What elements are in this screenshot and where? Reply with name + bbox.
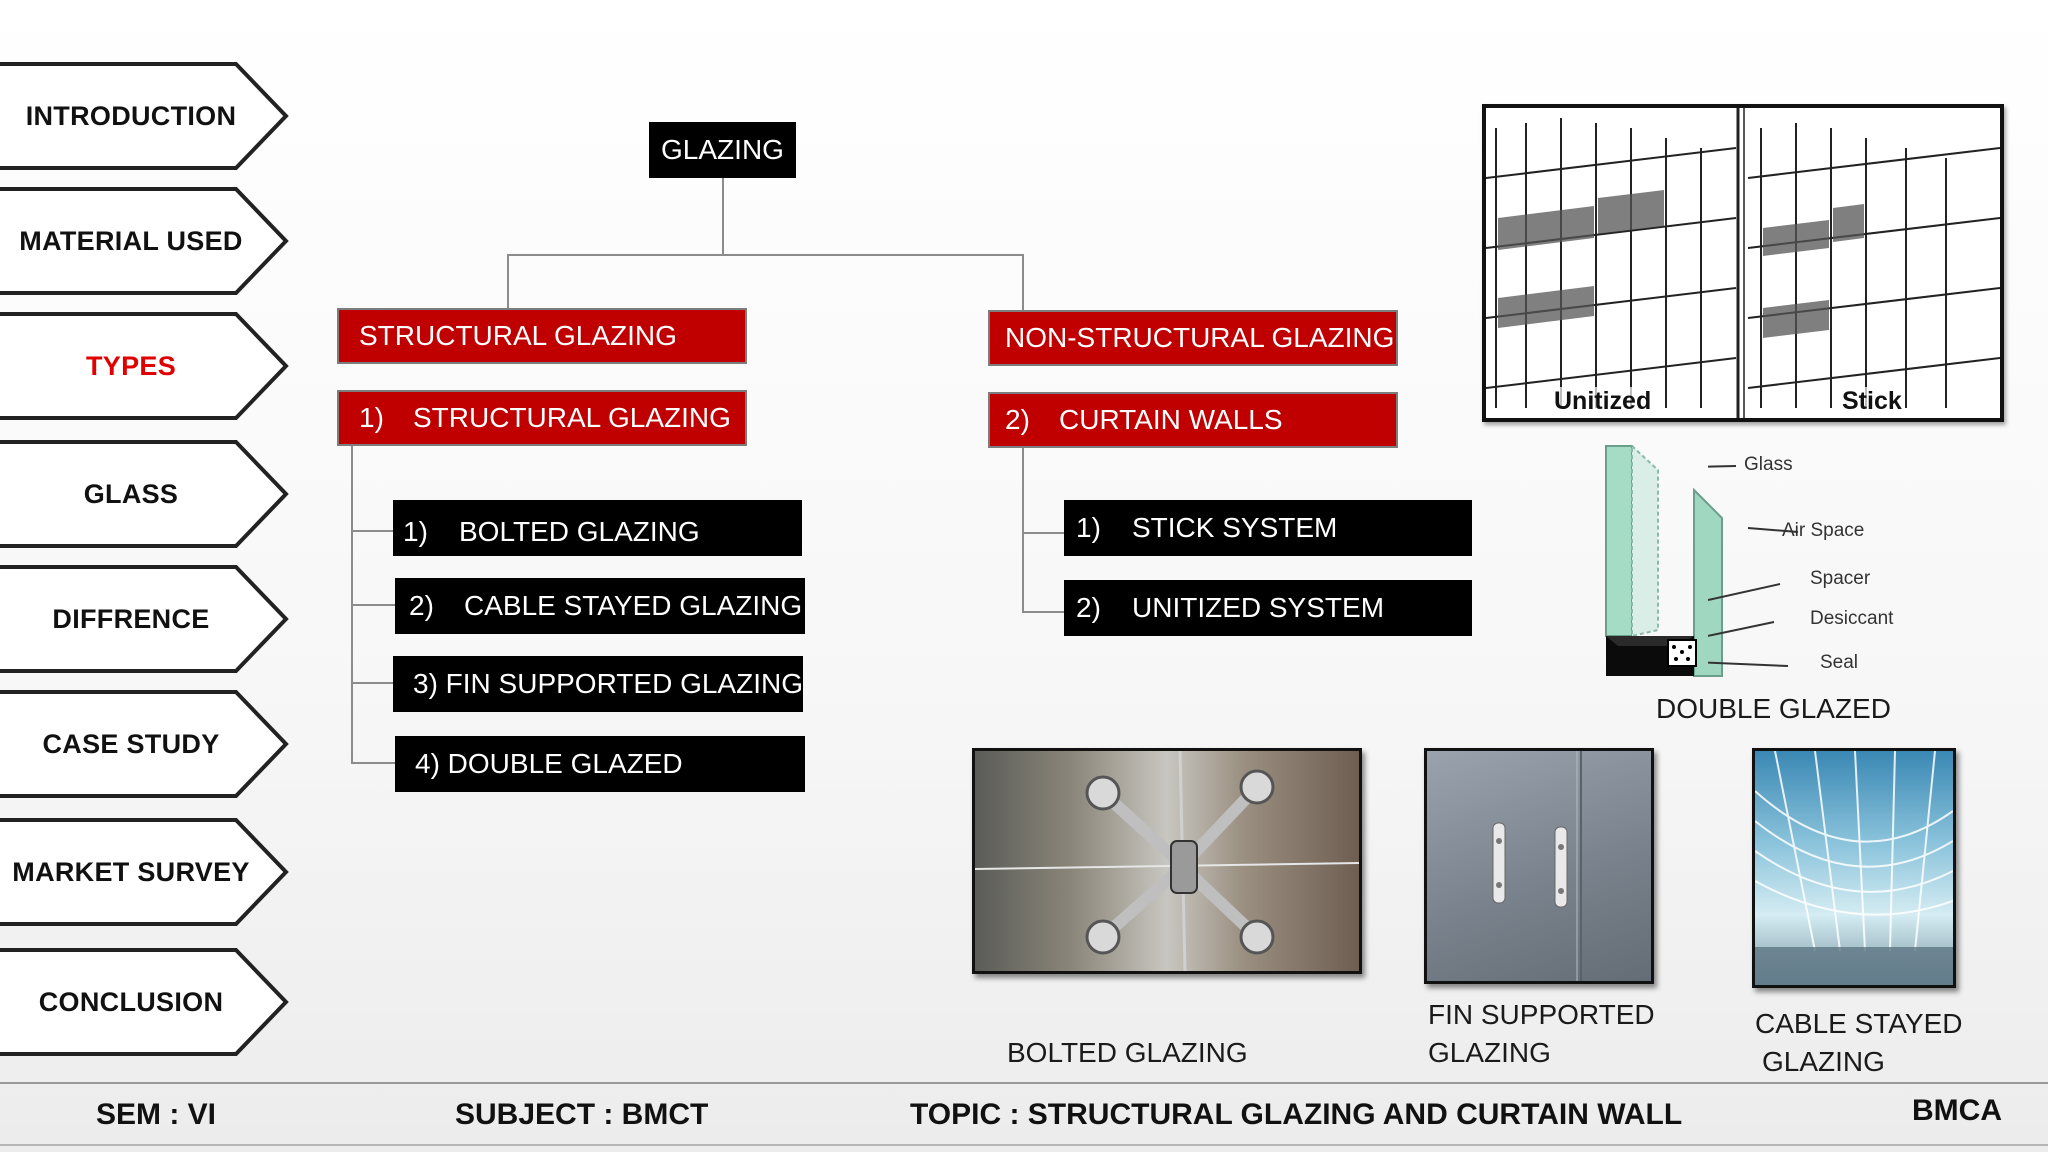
- node-label: UNITIZED SYSTEM: [1132, 592, 1385, 623]
- nav-item-glass[interactable]: GLASS: [0, 440, 290, 548]
- nav-item-material-used[interactable]: MATERIAL USED: [0, 187, 290, 295]
- nav-item-label: CONCLUSION: [38, 986, 224, 1017]
- fin-illustration: [1492, 751, 1582, 981]
- organization-label: BMCA: [1912, 1094, 2002, 1127]
- roof-grid-illustration: [1755, 751, 1953, 985]
- nav-item-case-study[interactable]: CASE STUDY: [0, 690, 290, 798]
- connector-line: [1022, 448, 1024, 612]
- node-number: 2): [1076, 592, 1101, 623]
- connector-line: [1022, 254, 1024, 310]
- connector-line: [351, 682, 393, 684]
- node-number: 1): [403, 516, 428, 547]
- arrow-tab-shape: [0, 948, 289, 1056]
- nav-item-label: CASE STUDY: [42, 728, 220, 759]
- spider-fitting-illustration: [975, 751, 1359, 971]
- nav-item-conclusion[interactable]: CONCLUSION: [0, 948, 290, 1056]
- footer-bar: SEM : VI SUBJECT : BMCT TOPIC : STRUCTUR…: [0, 1082, 2048, 1146]
- nav-item-label: GLASS: [83, 478, 179, 509]
- nav-item-types[interactable]: TYPES: [0, 312, 290, 420]
- glass-label: Glass: [1744, 454, 1793, 475]
- stick-label: Stick: [1842, 387, 1902, 416]
- air-space-label: Air Space: [1782, 520, 1865, 541]
- connector-line: [1022, 611, 1064, 613]
- nav-item-label: INTRODUCTION: [25, 100, 237, 131]
- nav-item-market-survey[interactable]: MARKET SURVEY: [0, 818, 290, 926]
- node-number: 1): [1076, 512, 1101, 543]
- connector-line: [507, 254, 1024, 256]
- fin-supported-caption-line2: GLAZING: [1428, 1037, 1551, 1068]
- node-label: BOLTED GLAZING: [459, 516, 700, 547]
- node-number: 2): [409, 590, 434, 621]
- nav-item-label: MARKET SURVEY: [12, 856, 250, 887]
- bolted-glazing-caption: BOLTED GLAZING: [1007, 1037, 1248, 1068]
- cable-stayed-caption-line2: GLAZING: [1762, 1046, 1885, 1077]
- subject-label: SUBJECT : BMCT: [455, 1098, 709, 1131]
- seal-label: Seal: [1820, 652, 1859, 673]
- nav-item-diffrence[interactable]: DIFFRENCE: [0, 565, 290, 673]
- connector-line: [351, 604, 395, 606]
- topic-label: TOPIC : STRUCTURAL GLAZING AND CURTAIN W…: [910, 1098, 1683, 1131]
- non-structural-glazing-heading: NON-STRUCTURAL GLAZING: [988, 310, 1398, 366]
- cable-stayed-caption-line1: CABLE STAYED: [1755, 1008, 1963, 1039]
- node-label: STICK SYSTEM: [1132, 512, 1338, 543]
- cable-stayed-glazing-photo: [1752, 748, 1956, 988]
- label-pointer-lines: [1708, 465, 1799, 667]
- unitized-system-node: 2) UNITIZED SYSTEM: [1064, 580, 1472, 636]
- curtain-walls-subheading: 2) CURTAIN WALLS: [988, 392, 1398, 448]
- connector-line: [351, 530, 393, 532]
- arrow-tab-shape: [0, 565, 289, 673]
- curtain-wall-sketch: [1486, 108, 2000, 418]
- double-glazed-unit-sketch: [1605, 443, 1723, 677]
- node-label: STRUCTURAL GLAZING: [413, 402, 731, 433]
- node-label: 4) DOUBLE GLAZED: [415, 748, 683, 779]
- desiccant-label: Desiccant: [1810, 608, 1894, 629]
- cable-stayed-glazing-node: 2) CABLE STAYED GLAZING: [395, 578, 805, 634]
- connector-line: [722, 178, 724, 254]
- double-glazed-caption: DOUBLE GLAZED: [1656, 693, 1891, 724]
- node-label: CABLE STAYED GLAZING: [464, 590, 803, 621]
- double-glazed-node: 4) DOUBLE GLAZED: [395, 736, 805, 792]
- connector-line: [1022, 532, 1064, 534]
- node-number: 1): [359, 402, 384, 433]
- connector-line: [351, 762, 395, 764]
- semester-label: SEM : VI: [96, 1098, 217, 1131]
- bolted-glazing-node: 1) BOLTED GLAZING: [393, 500, 802, 556]
- arrow-tab-shape: [0, 187, 289, 295]
- structural-glazing-subheading: 1) STRUCTURAL GLAZING: [337, 390, 747, 446]
- node-number: 3): [413, 668, 438, 699]
- fin-supported-glazing-node: 3) FIN SUPPORTED GLAZING: [393, 656, 803, 712]
- node-label: STRUCTURAL GLAZING: [359, 320, 677, 351]
- unitized-label: Unitized: [1554, 387, 1652, 416]
- nav-item-label: DIFFRENCE: [52, 603, 210, 634]
- nav-item-label: MATERIAL USED: [19, 225, 243, 256]
- arrow-tab-shape: [0, 440, 289, 548]
- structural-glazing-heading: STRUCTURAL GLAZING: [337, 308, 747, 364]
- node-number: 2): [1005, 404, 1030, 435]
- node-label: FIN SUPPORTED GLAZING: [445, 668, 803, 699]
- arrow-tab-shape: [0, 690, 289, 798]
- node-label: NON-STRUCTURAL GLAZING: [1005, 322, 1395, 353]
- double-glazed-section-diagram: Glass Air Space Spacer Desiccant Seal: [1598, 440, 1918, 680]
- node-label: GLAZING: [661, 134, 784, 165]
- glazing-root-node: GLAZING: [649, 122, 796, 178]
- nav-item-introduction[interactable]: INTRODUCTION: [0, 62, 290, 170]
- fin-supported-glazing-photo: [1424, 748, 1654, 984]
- stick-system-node: 1) STICK SYSTEM: [1064, 500, 1472, 556]
- curtain-wall-systems-drawing: Unitized Stick: [1482, 104, 2004, 422]
- fin-supported-caption-line1: FIN SUPPORTED: [1428, 999, 1655, 1030]
- arrow-tab-shape: [0, 818, 289, 926]
- connector-line: [507, 254, 509, 308]
- node-label: CURTAIN WALLS: [1059, 404, 1283, 435]
- bolted-glazing-photo: [972, 748, 1362, 974]
- spacer-label: Spacer: [1810, 568, 1871, 589]
- arrow-tab-shape: [0, 62, 289, 170]
- nav-item-label: TYPES: [85, 350, 177, 381]
- arrow-tab-shape: [0, 312, 289, 420]
